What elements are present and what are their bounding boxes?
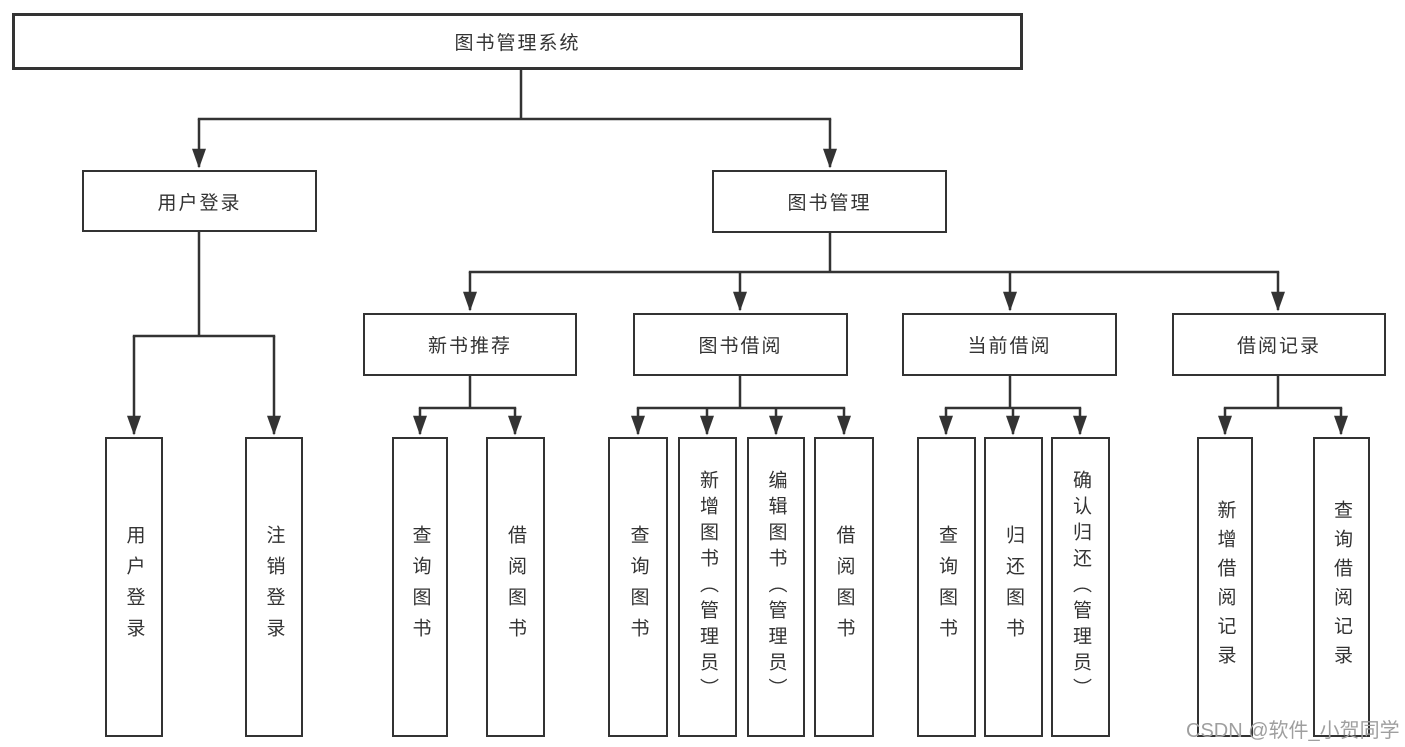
node-label: 当前借阅 <box>967 336 1052 357</box>
leaf-logout: 注销登录 <box>245 437 303 737</box>
leaf-label: 用户登录 <box>123 525 145 649</box>
node-label: 图书管理 <box>787 193 872 214</box>
leaf-query-book-current: 查询图书 <box>917 437 976 737</box>
leaf-return-book: 归还图书 <box>984 437 1043 737</box>
node-label: 借阅记录 <box>1236 336 1321 357</box>
leaf-label: 查询图书 <box>627 525 649 649</box>
leaf-query-borrow-record: 查询借阅记录 <box>1313 437 1370 737</box>
node-label: 用户登录 <box>157 192 242 214</box>
node-borrow-record: 借阅记录 <box>1172 313 1386 376</box>
leaf-borrow-book-recommend: 借阅图书 <box>486 437 545 737</box>
leaf-label: 编辑图书（管理员） <box>765 470 787 704</box>
leaf-label: 查询借阅记录 <box>1331 500 1352 674</box>
csdn-watermark: CSDN @软件_小贺同学 <box>1186 720 1400 742</box>
leaf-add-borrow-record: 新增借阅记录 <box>1197 437 1253 737</box>
leaf-confirm-return-admin: 确认归还（管理员） <box>1051 437 1110 737</box>
leaf-label: 确认归还（管理员） <box>1070 470 1091 704</box>
leaf-edit-book-admin: 编辑图书（管理员） <box>747 437 805 737</box>
leaf-label: 借阅图书 <box>833 525 855 649</box>
leaf-add-book-admin: 新增图书（管理员） <box>678 437 737 737</box>
leaf-borrow-book: 借阅图书 <box>814 437 874 737</box>
leaf-user-login: 用户登录 <box>105 437 163 737</box>
node-new-book-recommend: 新书推荐 <box>363 313 577 376</box>
leaf-label: 归还图书 <box>1003 525 1024 649</box>
node-current-borrow: 当前借阅 <box>902 313 1117 376</box>
node-label: 新书推荐 <box>427 336 512 357</box>
node-label: 图书借阅 <box>698 336 783 357</box>
leaf-label: 查询图书 <box>409 525 431 649</box>
leaf-label: 查询图书 <box>936 525 957 649</box>
leaf-query-book-recommend: 查询图书 <box>392 437 448 737</box>
leaf-label: 新增借阅记录 <box>1214 500 1236 674</box>
leaf-label: 注销登录 <box>263 525 285 649</box>
node-book-borrow: 图书借阅 <box>633 313 848 376</box>
leaf-label: 借阅图书 <box>505 525 526 649</box>
node-label: 图书管理系统 <box>454 33 581 54</box>
leaf-label: 新增图书（管理员） <box>697 470 718 704</box>
node-library-system: 图书管理系统 <box>12 13 1023 70</box>
leaf-query-book-borrow: 查询图书 <box>608 437 668 737</box>
node-book-management: 图书管理 <box>712 170 947 233</box>
node-user-login: 用户登录 <box>82 170 317 232</box>
